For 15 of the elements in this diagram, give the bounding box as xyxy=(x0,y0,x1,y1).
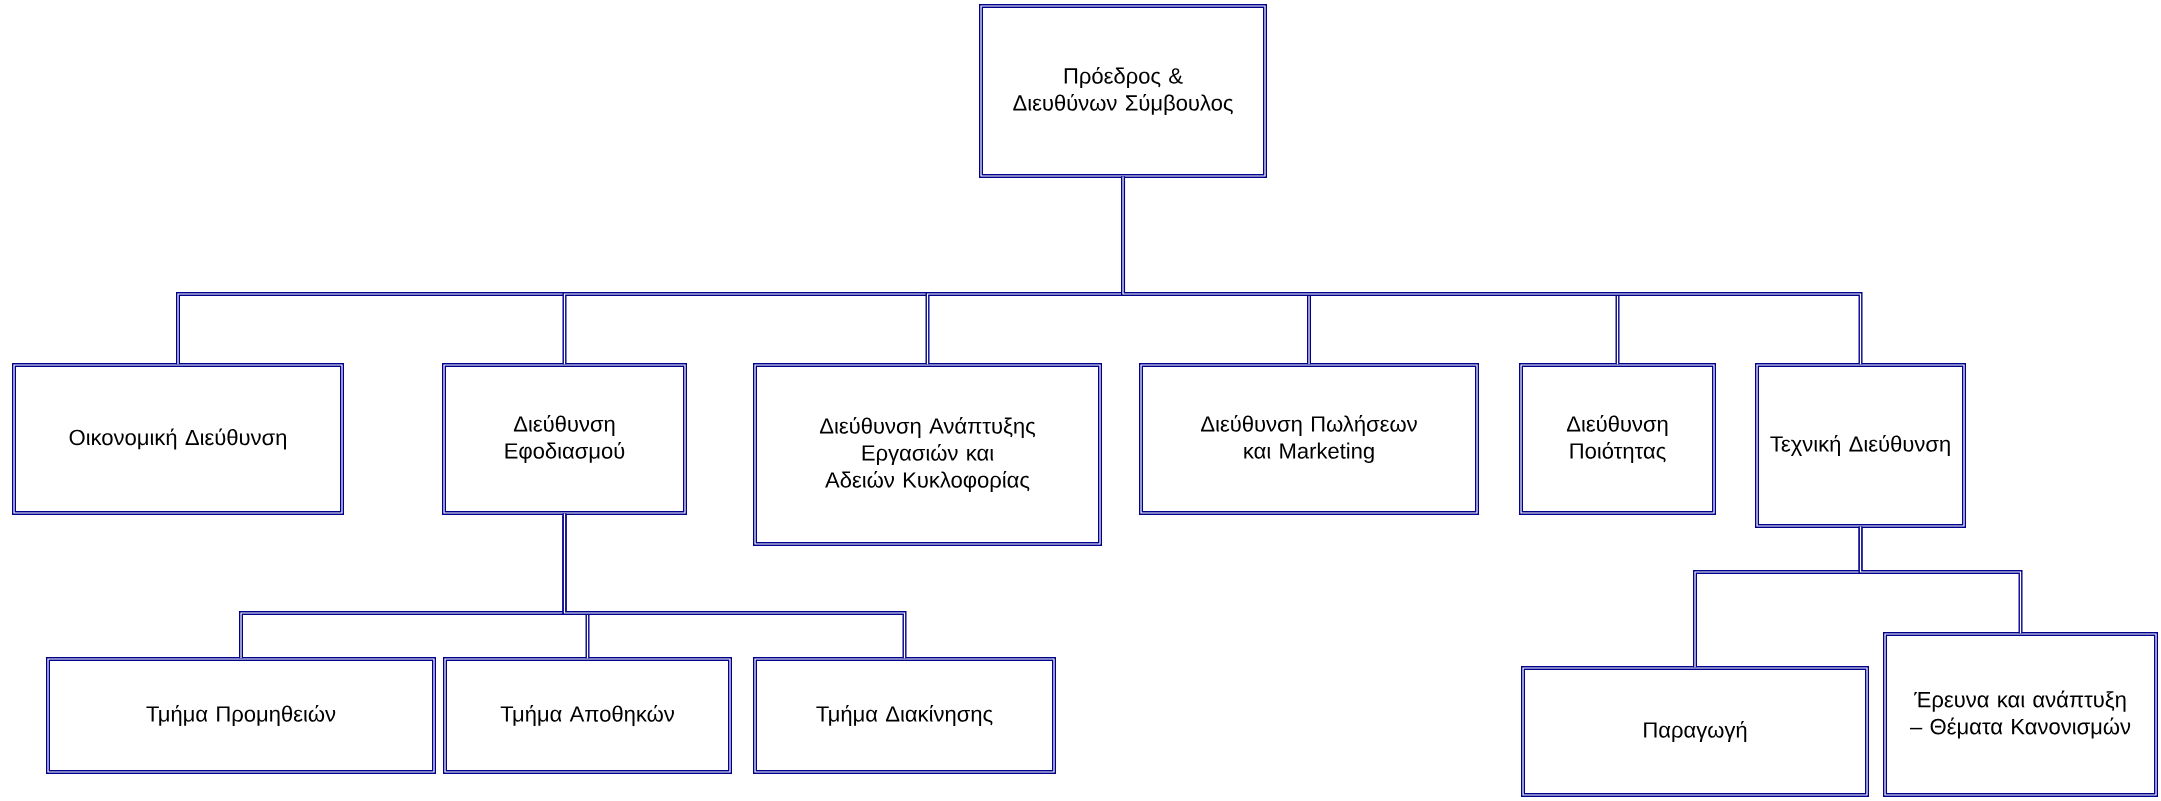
org-box: Τμήμα Αποθηκών xyxy=(443,657,732,774)
org-box: Διεύθυνση Ανάπτυξης Εργασιών και Αδειών Κυκλοφορίας xyxy=(753,363,1102,546)
org-box: Τμήμα Προμηθειών xyxy=(46,657,436,774)
org-box: Οικονομική Διεύθυνση xyxy=(12,363,344,515)
connector-line xyxy=(1121,176,1863,365)
org-box: Διεύθυνση Εφοδιασμού xyxy=(442,363,687,515)
org-box: Διεύθυνση Ποιότητας xyxy=(1519,363,1716,515)
org-box: Τεχνική Διεύθυνση xyxy=(1755,363,1966,528)
org-box: Έρευνα και ανάπτυξη – Θέματα Κανονισμών xyxy=(1883,632,2158,797)
org-box: Πρόεδρος & Διευθύνων Σύμβουλος xyxy=(979,4,1267,178)
org-box: Τμήμα Διακίνησης xyxy=(753,657,1056,774)
connector-line xyxy=(1858,526,2023,634)
org-box: Διεύθυνση Πωλήσεων και Marketing xyxy=(1139,363,1479,515)
connector-line xyxy=(562,513,907,659)
org-box: Παραγωγή xyxy=(1521,666,1869,797)
